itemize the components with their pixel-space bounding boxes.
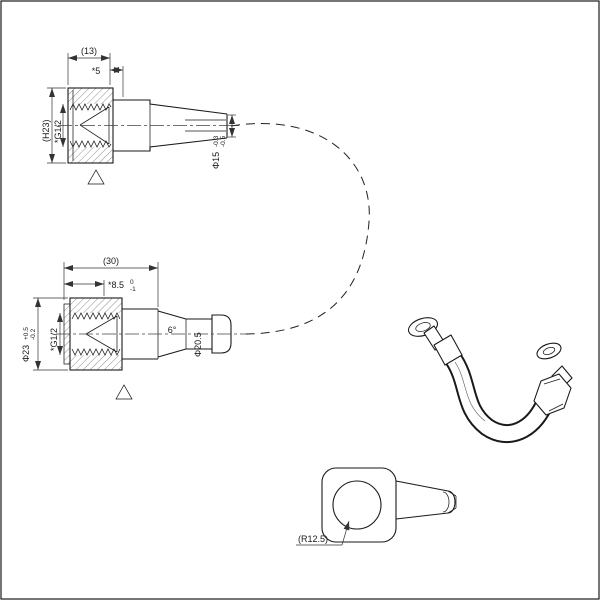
dia-23-tol-lower: -0.2: [30, 328, 37, 340]
elbow-fitting-view: (R12.5): [296, 467, 457, 546]
nut-section-hatch-upper: [68, 88, 113, 104]
surface-finish-triangle-mid: [115, 384, 133, 400]
arm-end-face: [447, 490, 456, 514]
dia-23-tol-upper: +0.5: [23, 327, 30, 340]
taper-angle-label: 6°: [168, 325, 177, 335]
end-cap-outline: [211, 314, 232, 354]
arm-top-edge: [395, 480, 449, 492]
dim-8-5-tol-lower: -1: [130, 286, 136, 293]
insert-cone-line: [79, 124, 110, 145]
taper-top-edge: [157, 310, 187, 320]
elbow-boss-circle: [332, 480, 382, 530]
dim-30-label: (30): [103, 256, 119, 266]
dia-15-tol-lower: -0.5: [220, 135, 227, 147]
insert-cone-line: [85, 315, 118, 335]
nut-facet-line: [543, 378, 561, 385]
nozzle-bottom-edge: [113, 137, 228, 152]
nut-section-hatch-upper: [70, 298, 122, 313]
hose-braid-line: [454, 361, 486, 422]
nut-section-hatch-lower: [70, 355, 122, 370]
dia-20-5-label: Φ20.5: [193, 332, 203, 357]
leader-line: [341, 520, 350, 546]
thread-g12-top-label: *G1/2: [53, 120, 63, 143]
nozzle-top-edge: [113, 99, 228, 115]
arm-tip-chamfer: [447, 490, 457, 497]
top-fitting-section-view: (13) *5 (H23) *G1/2 Φ15 -0.3 -0.5: [41, 46, 242, 185]
thread-profile-upper: [69, 103, 112, 111]
taper-bottom-edge: [157, 348, 187, 358]
hose-centerline-curve: [230, 123, 370, 335]
dia-15-tol-upper: -0.3: [213, 135, 220, 147]
dim-5-label: *5: [92, 66, 101, 76]
surface-finish-triangle-top: [87, 169, 105, 185]
dim-8-5-tol-upper: 0: [130, 279, 134, 286]
thread-profile-lower: [71, 348, 121, 356]
nut-section-hatch-lower: [68, 147, 113, 163]
dia-23-label: Φ23: [21, 345, 31, 362]
insert-cone-line: [85, 333, 118, 353]
insert-cone-line: [79, 106, 110, 126]
dim-13-label: (13): [81, 46, 97, 56]
nut-facet-line: [548, 403, 564, 412]
arm-bottom-edge: [395, 512, 449, 520]
mid-fitting-section-view: (30) *8.5 0 -1 Φ23 +0.5 -0.2 *G1/2 6° Φ2…: [21, 256, 248, 400]
hose-3d-view: [407, 317, 573, 444]
thread-profile-upper: [71, 312, 121, 320]
thread-g12-mid-label: *G1/2: [49, 328, 59, 351]
dia-15-label: Φ15: [211, 152, 221, 169]
gasket-washer-right: [536, 342, 562, 360]
elbow-body-outline: [321, 467, 397, 543]
radius-r12-5-label: (R12.5): [298, 534, 328, 544]
thread-profile-lower: [69, 140, 112, 148]
dim-h23-label: (H23): [41, 119, 51, 142]
dim-8-5-label: *8.5: [108, 280, 124, 290]
hose-ferrule: [433, 334, 463, 366]
arm-end-inner-edge: [442, 491, 450, 513]
hose-tube-body: [445, 352, 551, 442]
arm-tip-chamfer: [447, 507, 457, 514]
